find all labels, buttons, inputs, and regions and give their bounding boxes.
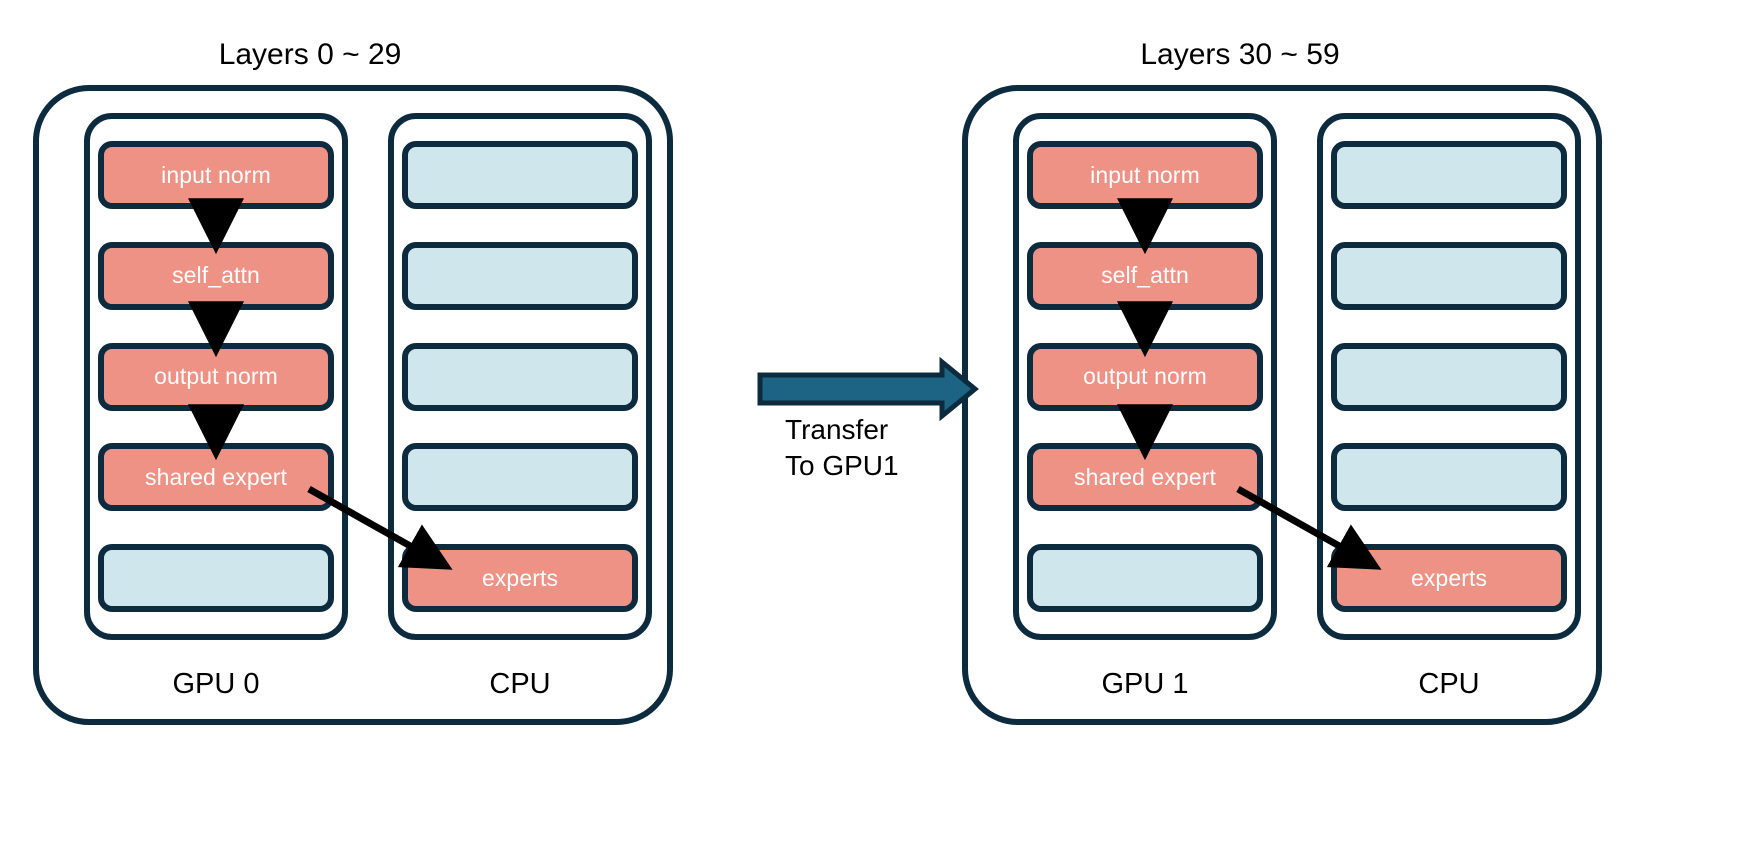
block-experts[interactable]: experts	[1331, 544, 1567, 612]
block-experts[interactable]: experts	[402, 544, 638, 612]
block-cpu-expert-slot[interactable]	[1331, 141, 1567, 209]
transfer-arrow	[757, 356, 979, 422]
device-label-cpu1: CPU	[1418, 668, 1480, 700]
device-column-gpu0: input norm self_attn output norm shared …	[84, 113, 348, 640]
block-empty-slot[interactable]	[1027, 544, 1263, 612]
block-self-attn[interactable]: self_attn	[1027, 241, 1263, 310]
device-label-cpu0: CPU	[489, 668, 551, 700]
block-empty-slot[interactable]	[98, 544, 334, 612]
block-shared-expert[interactable]: shared expert	[1027, 443, 1263, 512]
block-output-norm[interactable]: output norm	[1027, 342, 1263, 411]
device-label-gpu0: GPU 0	[172, 668, 260, 700]
transfer-caption: Transfer To GPU1	[785, 412, 899, 484]
block-output-norm[interactable]: output norm	[98, 342, 334, 411]
block-cpu-expert-slot[interactable]	[1331, 342, 1567, 411]
block-cpu-expert-slot[interactable]	[402, 141, 638, 209]
block-cpu-expert-slot[interactable]	[402, 342, 638, 411]
device-column-gpu1: input norm self_attn output norm shared …	[1013, 113, 1277, 640]
block-cpu-expert-slot[interactable]	[402, 241, 638, 310]
block-cpu-expert-slot[interactable]	[402, 443, 638, 512]
panel-title-left: Layers 0 ~ 29	[218, 38, 402, 71]
block-input-norm[interactable]: input norm	[1027, 141, 1263, 209]
transfer-caption-line1: Transfer	[785, 414, 889, 445]
device-column-cpu0: experts	[388, 113, 652, 640]
panel-title-right: Layers 30 ~ 59	[1140, 38, 1340, 71]
block-self-attn[interactable]: self_attn	[98, 241, 334, 310]
device-label-gpu1: GPU 1	[1101, 668, 1189, 700]
block-input-norm[interactable]: input norm	[98, 141, 334, 209]
block-cpu-expert-slot[interactable]	[1331, 241, 1567, 310]
transfer-caption-line2: To GPU1	[785, 449, 899, 481]
block-cpu-expert-slot[interactable]	[1331, 443, 1567, 512]
block-shared-expert[interactable]: shared expert	[98, 443, 334, 512]
device-column-cpu1: experts	[1317, 113, 1581, 640]
